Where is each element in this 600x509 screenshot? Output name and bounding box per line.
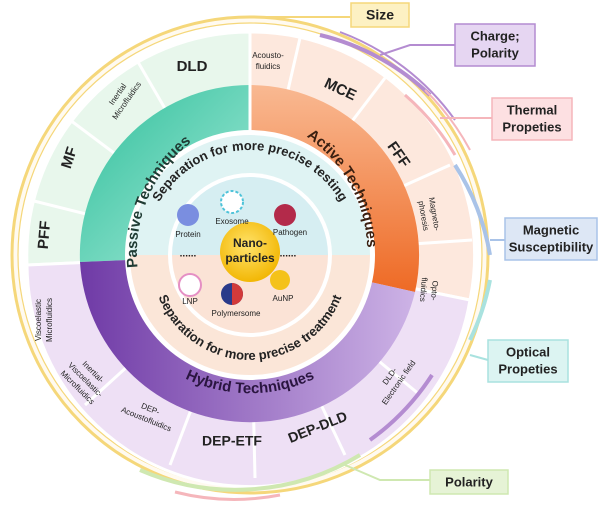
magnetic-box (504, 217, 598, 261)
size-box (350, 2, 410, 28)
technique-mf: MF (58, 145, 81, 171)
technique-dep-etf: DEP-ETF (202, 433, 262, 449)
thermal-box (491, 97, 573, 141)
technique-pff: PFF (35, 220, 54, 250)
center-title-2: particles (225, 251, 275, 265)
particle-lnp: LNP (182, 297, 198, 306)
pathogen-icon (274, 204, 296, 226)
technique-acousto-2: fluidics (256, 62, 280, 71)
aunp-icon (270, 270, 290, 290)
dots-left: ...... (180, 249, 197, 260)
protein-icon (177, 204, 199, 226)
property-optical-1: Optical (506, 344, 550, 359)
center-title-1: Nano- (233, 236, 267, 250)
technique-acousto-1: Acousto- (252, 51, 284, 60)
charge-box (454, 23, 536, 67)
particle-protein: Protein (175, 230, 200, 239)
polarity-box (429, 469, 509, 495)
particle-polymersome: Polymersome (212, 309, 261, 318)
thermal-arc (404, 93, 457, 156)
dots-right: ...... (280, 249, 297, 260)
magnetic-arc (453, 163, 492, 256)
property-charge-1: Charge; (470, 28, 519, 43)
optical-arc (468, 279, 492, 341)
property-size: Size (366, 7, 394, 23)
charge-arc-lower (368, 373, 434, 442)
property-magnetic-1: Magnetic (523, 222, 579, 237)
particle-aunp: AuNP (273, 294, 294, 303)
exosome-icon (220, 190, 244, 214)
polarity-arc (139, 453, 362, 492)
charge-arc (319, 33, 432, 97)
property-thermal-2: Propeties (502, 119, 561, 134)
property-magnetic-2: Susceptibility (509, 239, 594, 254)
property-thermal-1: Thermal (507, 102, 558, 117)
technique-dld: DLD (177, 58, 208, 75)
property-optical-2: Propeties (498, 361, 557, 376)
nanoparticle-core-icon (220, 222, 280, 282)
particle-exosome: Exosome (215, 217, 249, 226)
technique-viscoelastic-2: Microfluidics (45, 298, 54, 342)
technique-viscoelastic-1: Viscoelastic (34, 299, 43, 341)
property-charge-2: Polarity (471, 45, 519, 60)
technique-opto-2: fluidics (418, 277, 429, 302)
optical-box (487, 339, 569, 383)
lnp-icon (178, 273, 202, 297)
particle-pathogen: Pathogen (273, 228, 307, 237)
technique-opto-1: Opto- (429, 280, 440, 301)
property-polarity: Polarity (445, 474, 493, 489)
thermal-arc-lower (174, 490, 281, 501)
